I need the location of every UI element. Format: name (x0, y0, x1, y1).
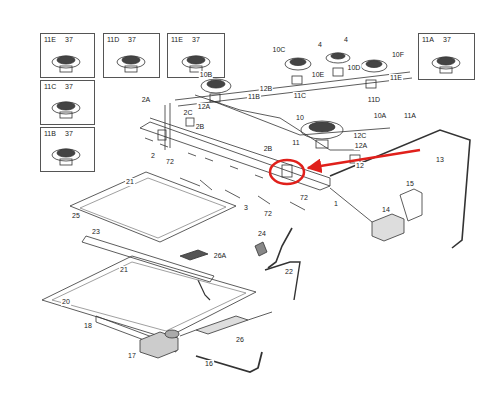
callout-number: 21 (119, 266, 129, 274)
inset-box: 11A 37 (418, 33, 475, 80)
callout-number: 26 (235, 336, 245, 344)
callout-number: 37 (192, 36, 200, 44)
callout-number: 12A (197, 103, 211, 111)
callout-number: 25 (71, 212, 81, 220)
callout-number: 37 (128, 36, 136, 44)
gas-pipe (330, 130, 470, 248)
ignition-harness (196, 316, 248, 334)
callout-number: 10B (199, 71, 213, 79)
callout-number: 4 (317, 41, 323, 49)
callout-number: 12C (353, 132, 368, 140)
callout-number: 12A (354, 142, 368, 150)
callout-number: 37 (65, 83, 73, 91)
callout-number: 11 (291, 139, 300, 147)
callout-number: 37 (443, 36, 451, 44)
callout-number: 11E (389, 74, 403, 82)
plate (70, 172, 236, 242)
inset-box: 11B 37 (40, 127, 95, 172)
callout-number: 26A (213, 252, 227, 260)
callout-number: 2B (263, 145, 274, 153)
highlight-circle (270, 160, 304, 184)
callout-number: 15 (405, 180, 415, 188)
part-number: 11A (422, 36, 434, 44)
callout-number: 12 (355, 162, 365, 170)
inset-box: 11E 37 (167, 33, 225, 78)
callout-number: 24 (257, 230, 267, 238)
callout-number: 12B (259, 85, 273, 93)
injector (255, 242, 267, 256)
part-number: 11D (107, 36, 119, 44)
callout-number: 22 (284, 268, 294, 276)
callout-number: 23 (91, 228, 101, 236)
inset-box: 11D 37 (103, 33, 160, 78)
callout-number: 10C (272, 46, 287, 54)
callout-number: 18 (83, 322, 93, 330)
inset-box: 11C 37 (40, 80, 95, 125)
part-number: 11B (44, 130, 56, 138)
callout-number: 10 (295, 114, 305, 122)
bracket (400, 189, 422, 221)
callout-number: 10D (347, 64, 362, 72)
burner (201, 53, 387, 148)
callout-number: 2C (183, 109, 194, 117)
callout-number: 72 (165, 158, 175, 166)
callout-number: 2 (150, 152, 156, 160)
callout-number: 10A (373, 112, 387, 120)
callout-number: 11B (247, 93, 261, 101)
gas-valve (158, 118, 360, 177)
callout-number: 11D (367, 96, 381, 104)
part-number: 11E (44, 36, 56, 44)
callout-number: 1 (333, 200, 339, 208)
callout-number: 13 (435, 156, 445, 164)
callout-number: 21 (125, 178, 135, 186)
callout-number: 16 (204, 360, 214, 368)
callout-number: 37 (65, 36, 73, 44)
spark-module (372, 214, 404, 241)
callout-number: 14 (381, 206, 391, 214)
cross-bar (82, 236, 214, 282)
callout-number: 72 (299, 194, 309, 202)
callout-number: 4 (343, 36, 349, 44)
plate (42, 256, 256, 338)
callout-number: 72 (263, 210, 273, 218)
gas-pipe (196, 352, 262, 372)
callout-number: 2B (195, 123, 206, 131)
part-number: 11E (171, 36, 183, 44)
callout-number: 17 (127, 352, 137, 360)
inset-burner (52, 56, 460, 165)
callout-number: 11A (403, 112, 417, 120)
callout-number: 2A (141, 96, 152, 104)
callout-number: 3 (243, 204, 249, 212)
callout-number: 10E (311, 71, 325, 79)
callout-number: 10F (391, 51, 405, 59)
callout-number: 37 (65, 130, 73, 138)
inset-box: 11E 37 (40, 33, 95, 78)
callout-number: 11C (293, 92, 307, 100)
callout-number: 20 (61, 298, 71, 306)
manifold-rail (140, 72, 412, 210)
part-number: 11C (44, 83, 56, 91)
